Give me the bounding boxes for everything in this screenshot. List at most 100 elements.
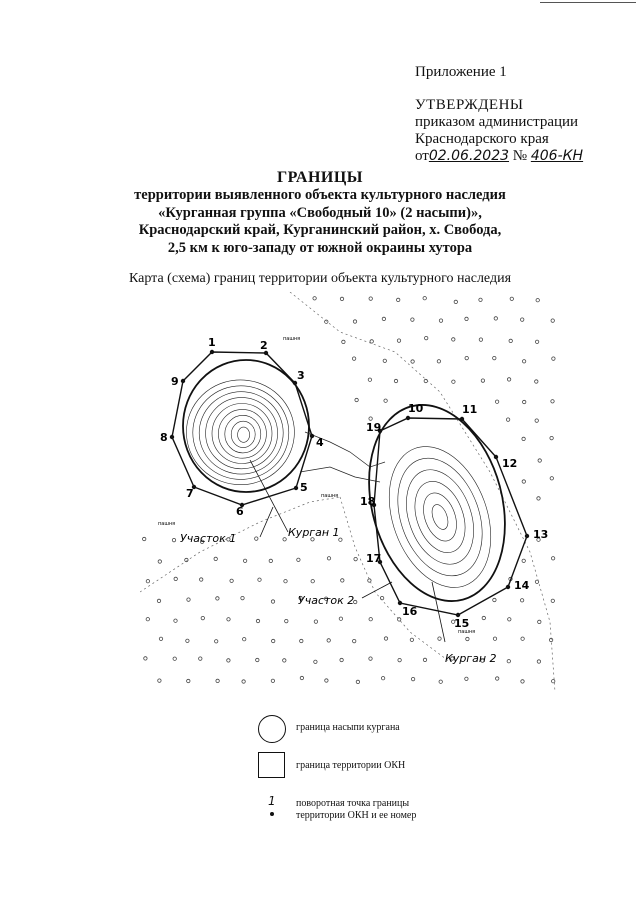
contour-line [218, 409, 267, 459]
field-symbol [409, 637, 414, 642]
approval-block: УТВЕРЖДЕНЫ приказом администрации Красно… [415, 97, 583, 165]
field-symbol [451, 619, 456, 624]
field-symbol [214, 639, 219, 644]
field-symbol [145, 579, 150, 584]
turn-point-label-2: 2 [260, 339, 268, 352]
contour-line [211, 403, 273, 464]
field-symbol [383, 636, 389, 641]
field-edge-line-3 [339, 496, 451, 663]
field-symbol [312, 296, 317, 301]
turn-point-10 [405, 415, 411, 421]
turn-point-label-6: 6 [236, 505, 244, 518]
field-edge-line [289, 292, 556, 693]
leader-kurgan2 [431, 581, 446, 643]
field-symbol [534, 579, 540, 584]
field-symbol [534, 339, 540, 344]
field-symbol [549, 436, 554, 441]
plot2-label: Участок 2 [298, 594, 354, 607]
field-symbol [199, 577, 204, 582]
turn-point-label-18: 18 [360, 495, 375, 508]
field-symbol [324, 596, 329, 601]
contour-line [397, 457, 483, 577]
turn-point-12 [493, 454, 499, 460]
field-symbol [241, 679, 246, 684]
field-symbol [495, 676, 500, 681]
field-symbol [240, 595, 245, 601]
arable-label-3: пашня [158, 521, 175, 527]
field-symbol [368, 416, 373, 421]
arable-label-4: пашня [458, 629, 475, 635]
field-symbol [226, 658, 231, 663]
field-symbol [397, 617, 402, 622]
turn-point-label-9: 9 [171, 375, 179, 388]
leader-plot2 [361, 581, 393, 599]
turn-point-label-11: 11 [462, 403, 477, 416]
field-symbol [271, 638, 276, 644]
field-symbol [157, 678, 162, 683]
legend-mound-symbol [258, 715, 286, 743]
field-symbol [340, 578, 345, 583]
field-symbol [198, 656, 203, 661]
turn-point-6 [239, 502, 245, 508]
legend-point-text: поворотная точка границы территории ОКН … [296, 798, 416, 822]
contour-line [192, 385, 290, 480]
turn-point-label-3: 3 [297, 369, 305, 382]
field-symbol [520, 679, 525, 684]
field-symbol [521, 558, 526, 563]
number-value: 406-КН [530, 148, 584, 164]
field-symbol [255, 618, 261, 624]
field-symbol [492, 356, 497, 361]
turn-point-11 [459, 416, 465, 422]
field-symbol [437, 636, 442, 641]
field-symbol [464, 316, 469, 321]
field-symbol [156, 598, 162, 603]
contour-line [186, 379, 295, 486]
field-symbol [396, 297, 401, 302]
contour-line [431, 504, 449, 530]
field-symbol [509, 296, 514, 301]
field-symbol [506, 659, 511, 664]
field-symbol [355, 679, 360, 684]
field-symbol [339, 657, 344, 663]
field-symbol [324, 319, 329, 324]
field-symbol [537, 458, 542, 463]
legend-okn-text: граница территории ОКН [296, 760, 406, 771]
subtitle-line1: территории выявленного объекта культурно… [134, 187, 506, 203]
field-symbol [158, 636, 164, 641]
field-symbol [255, 657, 260, 663]
turn-point-15 [455, 612, 461, 618]
doc-subtitle: территории выявленного объекта культурно… [0, 187, 640, 257]
legend-point-line1: поворотная точка границы [296, 798, 410, 809]
field-symbol [438, 318, 444, 323]
field-symbol [450, 656, 455, 661]
field-symbol [367, 578, 372, 583]
contour-line [423, 492, 457, 542]
field-symbol [353, 599, 358, 605]
field-symbol [520, 317, 525, 322]
field-symbol [381, 676, 386, 681]
arable-label-1: пашня [283, 336, 300, 342]
field-symbol [397, 657, 402, 663]
field-symbol [520, 636, 525, 641]
leader-kurgan1 [249, 459, 289, 533]
field-symbol [521, 479, 526, 484]
field-symbol [410, 676, 416, 682]
field-symbol [299, 675, 304, 681]
turn-point-3 [292, 380, 298, 386]
field-symbol [184, 557, 189, 563]
field-symbol [481, 615, 486, 621]
turn-point-label-10: 10 [408, 402, 424, 415]
turn-point-label-14: 14 [514, 579, 530, 592]
contour-line [224, 415, 262, 454]
turn-point-label-4: 4 [316, 436, 324, 449]
field-symbol [549, 476, 554, 481]
field-symbol [380, 595, 385, 601]
field-symbol [268, 558, 273, 563]
turn-point-label-7: 7 [186, 487, 194, 500]
annex-label: Приложение 1 [415, 64, 507, 80]
legend-mound-text: граница насыпи кургана [296, 722, 400, 733]
field-symbol [282, 658, 287, 663]
field-symbol [254, 536, 259, 541]
field-symbol [451, 379, 456, 384]
kurgan2-label: Курган 2 [445, 652, 497, 665]
